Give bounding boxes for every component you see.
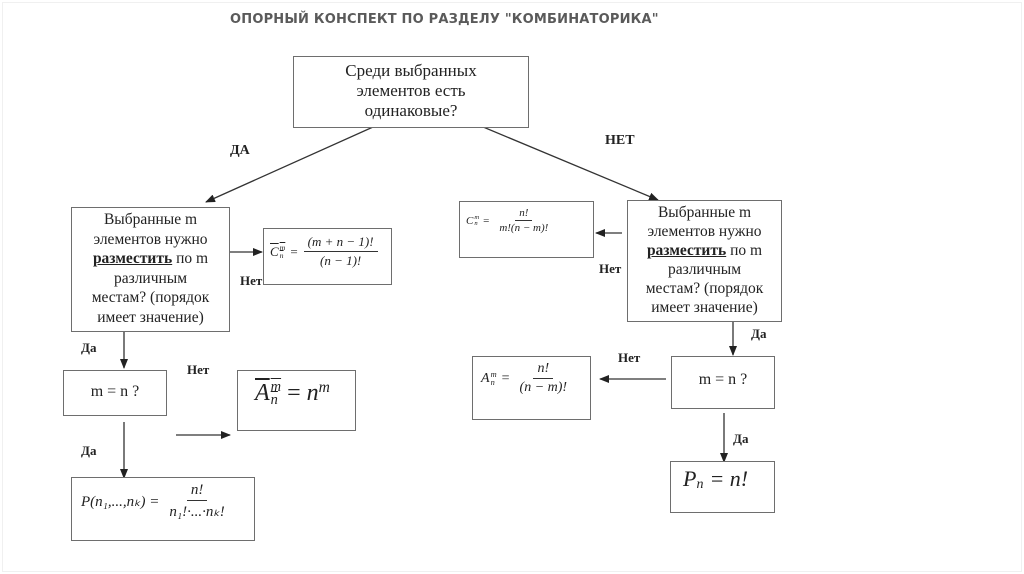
left-prep-den: n₁!·...·nₖ! <box>169 504 225 520</box>
left-combinations-rep-box <box>263 228 392 285</box>
right-combinations-box <box>459 201 594 258</box>
left-arep-rhs: n <box>306 380 319 406</box>
right-question-box: Выбранные m элементов нужно разместить п… <box>627 200 782 322</box>
left-q-underlined: разместить <box>92 250 173 267</box>
left-q-line-6: имеет значение) <box>97 308 204 326</box>
right-q-line-5: местам? (порядок <box>645 280 764 297</box>
left-permutations-rep-box <box>71 477 255 541</box>
right-eq-question-text: m = n ? <box>698 371 748 388</box>
right-a-num: n! <box>533 361 554 379</box>
right-c-den: m!(n − m)! <box>499 222 549 234</box>
left-eq-no-label: Нет <box>187 362 210 377</box>
arrow-root-yes <box>205 126 374 203</box>
right-q-line-6: имеет значение) <box>651 299 758 316</box>
right-q-line-4: различным <box>667 261 742 278</box>
right-q-line-3-rest: по m <box>726 242 763 259</box>
right-permutations-box <box>670 461 775 513</box>
page-title: ОПОРНЫЙ КОНСПЕКТ ПО РАЗДЕЛУ "КОМБИНАТОРИ… <box>230 12 659 27</box>
left-q-line-5: местам? (порядок <box>91 289 210 306</box>
root-question-box: Среди выбранных элементов есть одинаковы… <box>293 56 529 128</box>
left-eq-yes-label: Да <box>81 443 97 458</box>
branch-label-yes: ДА <box>230 143 250 158</box>
right-eq-yes-label: Да <box>733 431 749 446</box>
right-p-sub: n <box>696 477 704 492</box>
right-p-lhs: P <box>683 466 697 491</box>
branch-label-no: НЕТ <box>605 133 635 148</box>
left-prep-num: n! <box>186 482 208 501</box>
left-eq-question-box: m = n ? <box>63 370 167 416</box>
left-eq-question-text: m = n ? <box>90 383 140 400</box>
right-no-label: Нет <box>599 261 622 276</box>
root-line-1: Среди выбранных <box>345 61 477 80</box>
right-eq-question-box: m = n ? <box>671 356 775 409</box>
left-yes-label: Да <box>81 340 97 355</box>
left-crep-den: (n − 1)! <box>319 253 362 268</box>
left-no-label: Нет <box>240 273 263 288</box>
arrow-root-no <box>475 123 659 201</box>
right-q-line-2: элементов нужно <box>647 223 762 240</box>
right-q-line-1: Выбранные m <box>657 204 752 221</box>
left-prep-lhs: P(n₁,...,nₖ) = <box>81 494 160 510</box>
right-q-line-3: разместить по m <box>628 241 781 260</box>
left-q-line-3-rest: по m <box>172 250 209 267</box>
right-arrangements-box <box>472 356 591 420</box>
left-arrangements-rep-box <box>237 370 356 431</box>
left-q-line-2: элементов нужно <box>93 230 208 248</box>
left-q-line-3: разместить по m <box>72 249 229 269</box>
right-p-rhs: = n! <box>709 466 749 491</box>
right-c-num: n! <box>515 207 533 221</box>
left-permutations-rep-formula: P(n₁,...,nₖ) = n! n₁!·...·nₖ! <box>81 482 229 521</box>
right-q-underlined: разместить <box>646 242 727 259</box>
left-question-box: Выбранные m элементов нужно разместить п… <box>71 207 230 332</box>
left-q-line-4: различным <box>113 269 188 287</box>
left-arep-rhs-sup: m <box>318 378 330 396</box>
left-crep-num: (m + n − 1)! <box>303 234 378 252</box>
root-line-2: элементов есть <box>356 81 466 100</box>
right-eq-no-label: Нет <box>618 350 641 365</box>
root-line-3: одинаковые? <box>364 101 458 120</box>
right-yes-label: Да <box>751 326 767 341</box>
right-a-den: (n − m)! <box>519 380 568 395</box>
left-q-line-1: Выбранные m <box>103 211 198 228</box>
